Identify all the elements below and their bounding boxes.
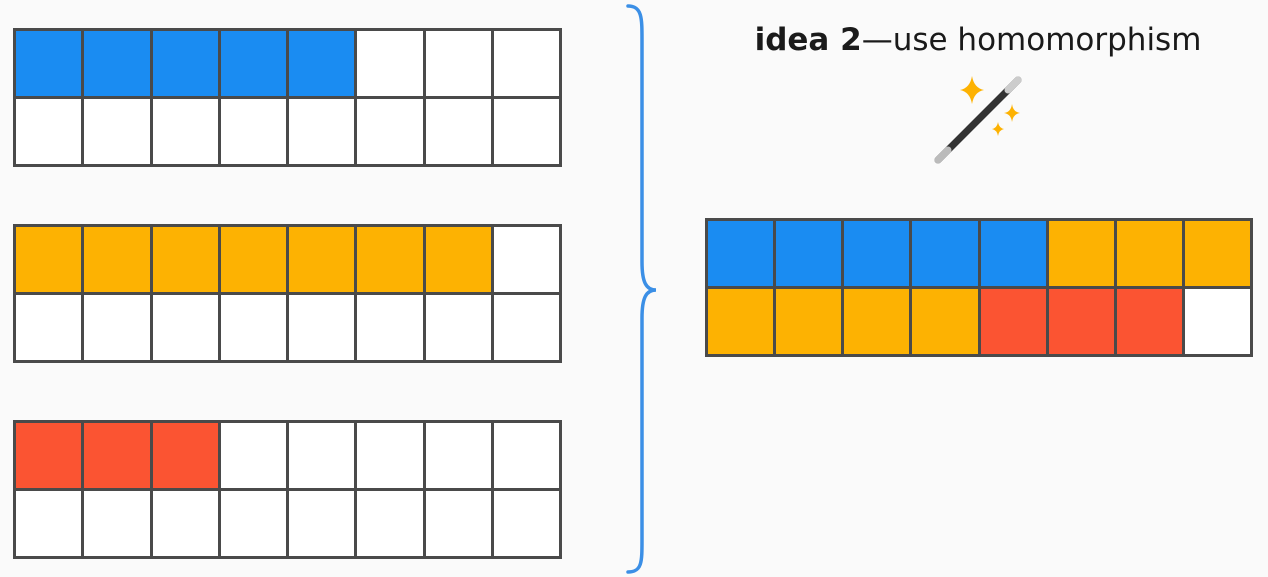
empty-cell (16, 295, 82, 360)
empty-cell (16, 491, 82, 556)
empty-cell (425, 31, 491, 96)
yellow-cell (220, 227, 286, 292)
blue-cell (776, 221, 842, 286)
empty-cell (357, 423, 423, 488)
yellow-cell (708, 289, 774, 354)
heading-bold-part: idea 2 (754, 22, 862, 58)
empty-cell (357, 99, 423, 164)
empty-cell (493, 99, 559, 164)
right-curly-brace-icon (626, 4, 657, 574)
yellow-cell (16, 227, 82, 292)
empty-cell (493, 423, 559, 488)
yellow-cell (357, 227, 423, 292)
red-cell (1116, 289, 1182, 354)
blue-cell (980, 221, 1046, 286)
yellow-cell (289, 227, 355, 292)
empty-cell (493, 295, 559, 360)
yellow-cell (844, 289, 910, 354)
yellow-block-grid (13, 224, 562, 363)
red-cell (1048, 289, 1114, 354)
magic-wand-icon (934, 76, 1022, 164)
red-cell (152, 423, 218, 488)
blue-block-grid (13, 28, 562, 167)
yellow-cell (1048, 221, 1114, 286)
empty-cell (493, 491, 559, 556)
empty-cell (220, 99, 286, 164)
empty-cell (16, 99, 82, 164)
blue-cell (844, 221, 910, 286)
empty-cell (84, 99, 150, 164)
blue-cell (84, 31, 150, 96)
empty-cell (152, 491, 218, 556)
yellow-cell (912, 289, 978, 354)
empty-cell (425, 423, 491, 488)
empty-cell (220, 295, 286, 360)
empty-cell (493, 227, 559, 292)
blue-cell (220, 31, 286, 96)
empty-cell (357, 491, 423, 556)
empty-cell (84, 491, 150, 556)
yellow-cell (152, 227, 218, 292)
empty-cell (289, 295, 355, 360)
empty-cell (425, 295, 491, 360)
blue-cell (912, 221, 978, 286)
empty-cell (289, 491, 355, 556)
empty-cell (493, 31, 559, 96)
blue-cell (289, 31, 355, 96)
yellow-cell (84, 227, 150, 292)
yellow-cell (1184, 221, 1250, 286)
blue-cell (708, 221, 774, 286)
empty-cell (289, 99, 355, 164)
yellow-cell (1116, 221, 1182, 286)
merged-block-grid (705, 218, 1253, 357)
empty-cell (425, 99, 491, 164)
yellow-cell (425, 227, 491, 292)
red-cell (16, 423, 82, 488)
empty-cell (84, 295, 150, 360)
empty-cell (220, 491, 286, 556)
empty-cell (1184, 289, 1250, 354)
empty-cell (152, 99, 218, 164)
empty-cell (425, 491, 491, 556)
blue-cell (152, 31, 218, 96)
empty-cell (289, 423, 355, 488)
idea-heading: idea 2—use homomorphism (700, 22, 1256, 58)
empty-cell (357, 31, 423, 96)
empty-cell (357, 295, 423, 360)
yellow-cell (776, 289, 842, 354)
empty-cell (220, 423, 286, 488)
empty-cell (152, 295, 218, 360)
red-block-grid (13, 420, 562, 559)
red-cell (980, 289, 1046, 354)
blue-cell (16, 31, 82, 96)
red-cell (84, 423, 150, 488)
heading-rest-part: —use homomorphism (861, 22, 1202, 58)
